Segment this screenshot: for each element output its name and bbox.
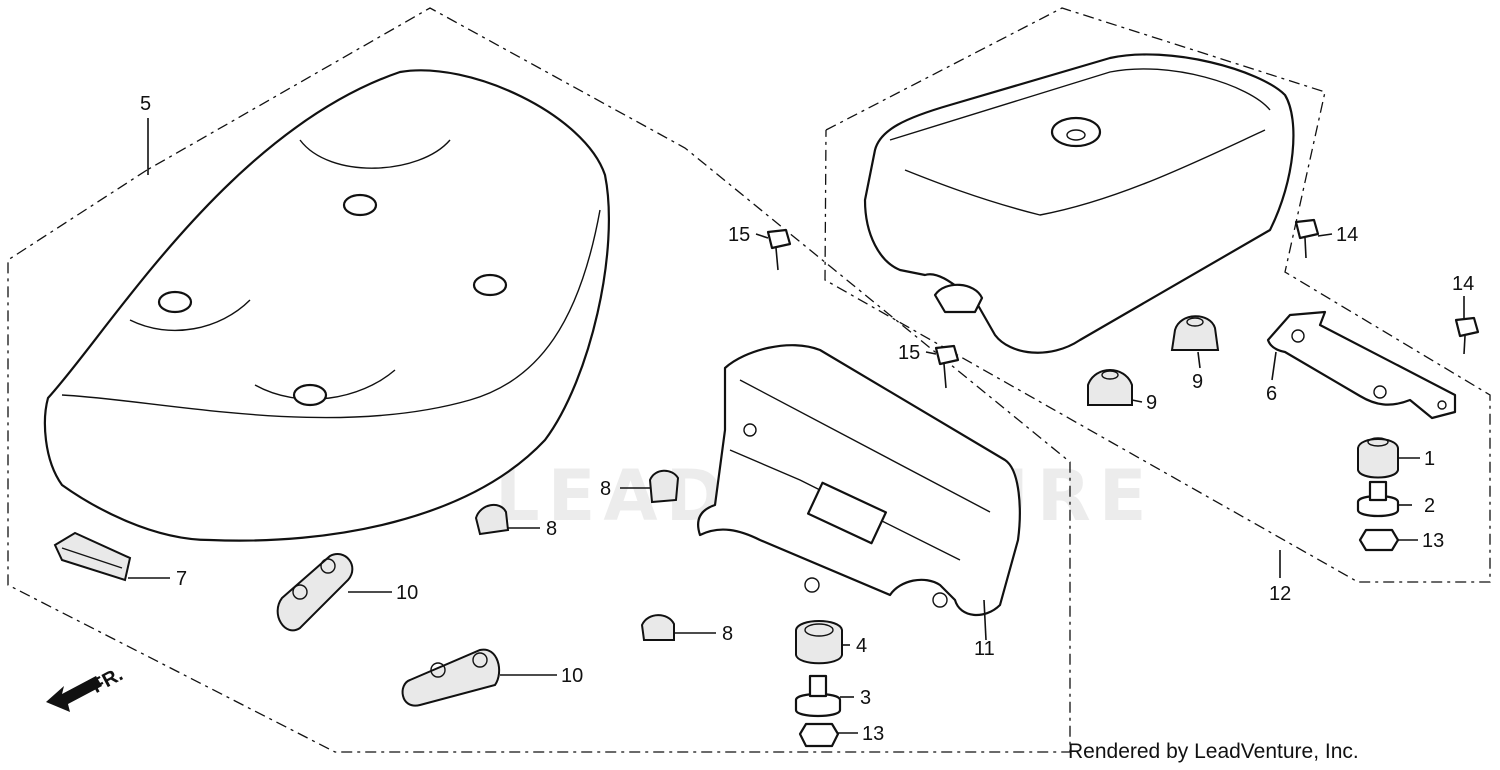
callout-9-lower: 9 bbox=[1146, 392, 1157, 414]
callout-9-upper: 9 bbox=[1192, 371, 1203, 393]
callout-14-upper: 14 bbox=[1336, 224, 1358, 246]
part-4-damper bbox=[795, 620, 843, 665]
callout-8-left: 8 bbox=[546, 518, 557, 540]
part-13-nut-right bbox=[1358, 528, 1400, 552]
part-9-rubber-lower bbox=[1087, 369, 1133, 406]
callout-8-bottom: 8 bbox=[722, 623, 733, 645]
callout-10-upper: 10 bbox=[396, 582, 418, 604]
left-group-outline bbox=[7, 7, 1071, 753]
part-8-rubber-bottom bbox=[640, 614, 675, 641]
callout-1: 1 bbox=[1424, 448, 1435, 470]
callout-12: 12 bbox=[1269, 583, 1291, 605]
callout-6: 6 bbox=[1266, 383, 1277, 405]
part-8-rubber-center bbox=[648, 469, 680, 504]
part-2-collar bbox=[1356, 480, 1400, 518]
callout-5: 5 bbox=[140, 93, 151, 115]
callout-13-center: 13 bbox=[862, 723, 884, 745]
front-direction-arrow-icon bbox=[46, 676, 102, 712]
direction-label: FR. bbox=[88, 663, 127, 698]
callout-13-right: 13 bbox=[1422, 530, 1444, 552]
callout-11: 11 bbox=[974, 638, 995, 660]
part-11-seat-frame bbox=[697, 344, 1021, 617]
part-15-bolt-lower bbox=[934, 344, 960, 389]
callout-3: 3 bbox=[860, 687, 871, 709]
part-15-bolt-upper bbox=[766, 228, 792, 271]
callout-15-lower: 15 bbox=[898, 342, 920, 364]
leader-lines bbox=[128, 118, 1465, 734]
callout-15-upper: 15 bbox=[728, 224, 750, 246]
part-9-rubber-upper bbox=[1170, 315, 1220, 351]
part-7-foam-block bbox=[53, 531, 132, 582]
part-8-rubber-left bbox=[474, 503, 510, 536]
right-group-outline bbox=[824, 7, 1491, 583]
callout-8-center: 8 bbox=[600, 478, 611, 500]
callout-10-lower: 10 bbox=[561, 665, 583, 687]
part-3-collar bbox=[794, 674, 842, 718]
callout-2: 2 bbox=[1424, 495, 1435, 517]
callout-4: 4 bbox=[856, 635, 867, 657]
part-14-bolt-lower bbox=[1454, 316, 1480, 355]
part-12-rear-seat bbox=[863, 53, 1295, 354]
part-10-cushion-upper bbox=[276, 553, 354, 632]
callout-7: 7 bbox=[176, 568, 187, 590]
credit-text: Rendered by LeadVenture, Inc. bbox=[1068, 740, 1359, 763]
callout-14-lower: 14 bbox=[1452, 273, 1474, 295]
part-6-bracket bbox=[1266, 310, 1457, 420]
part-14-bolt-upper bbox=[1294, 218, 1320, 259]
part-1-damper bbox=[1357, 437, 1399, 479]
part-13-nut-center bbox=[798, 722, 840, 748]
seat-part bbox=[43, 69, 611, 542]
part-10-cushion-lower bbox=[401, 648, 500, 707]
